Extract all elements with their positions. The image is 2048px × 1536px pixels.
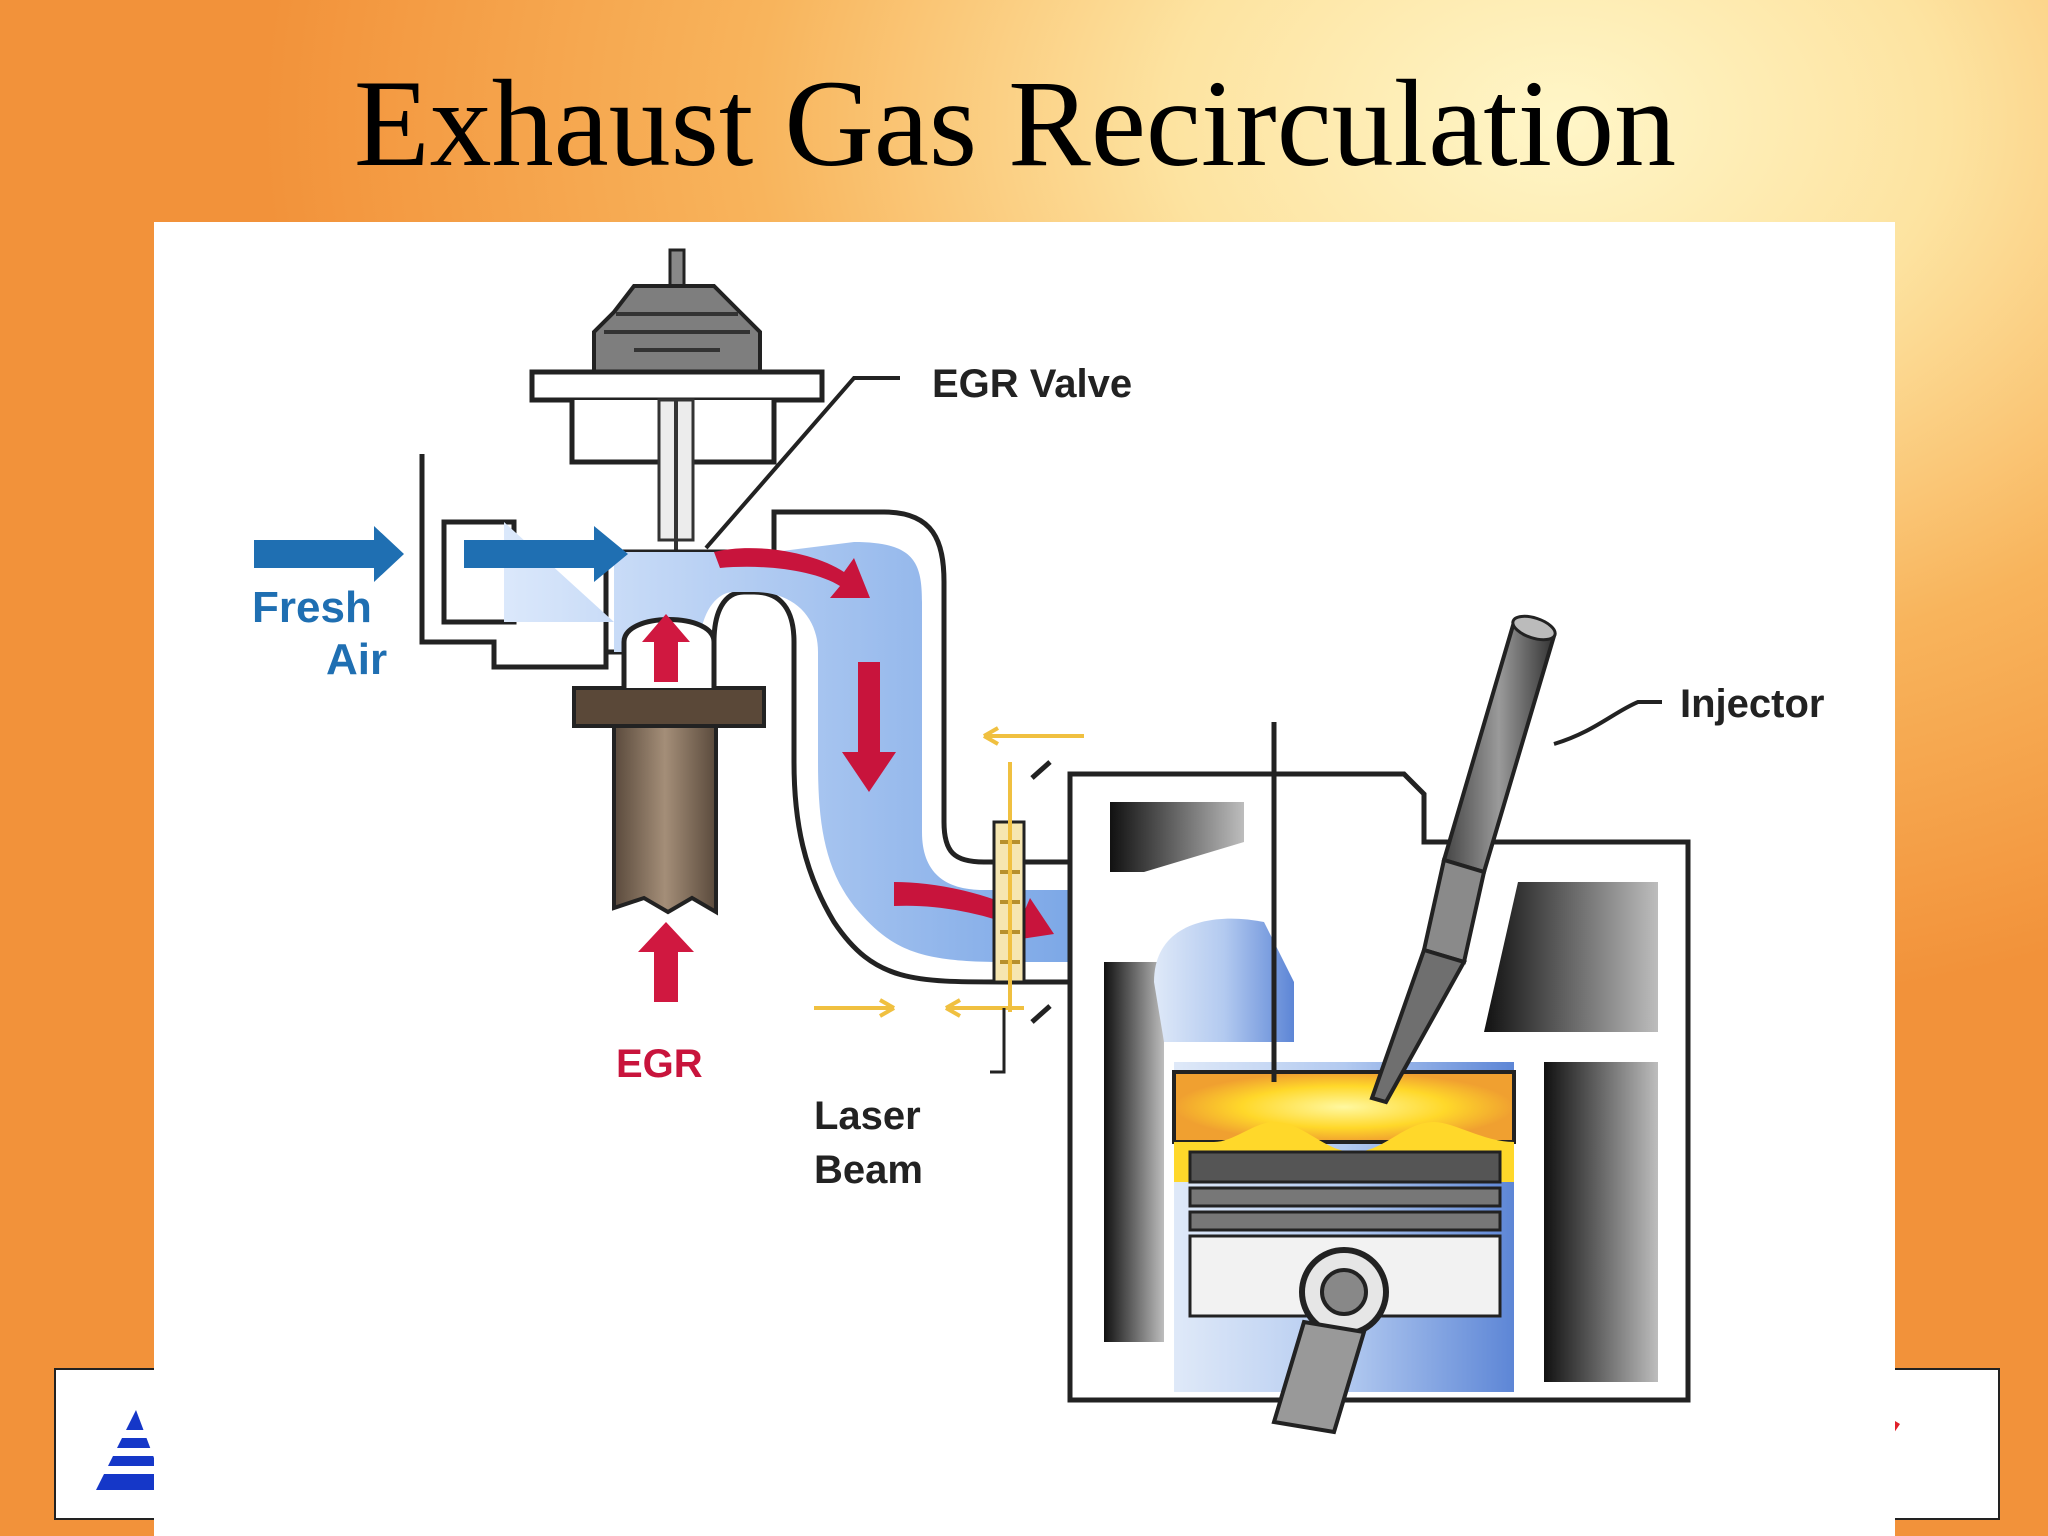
label-egr-valve: EGR Valve [932,362,1133,406]
egr-pipe [572,617,766,916]
label-laser-beam-line1: Laser [814,1094,921,1138]
label-injector: Injector [1680,682,1825,726]
laser-beam-apparatus [814,726,1084,1074]
label-egr: EGR [616,1042,703,1086]
egr-diagram-drawing [254,248,1691,1435]
slide-title: Exhaust Gas Recirculation [353,55,1677,192]
label-leader-lines [704,376,1662,1074]
fresh-air-arrows [254,526,628,582]
company-logo-icon [96,1410,166,1495]
egr-diagram: EGR Valve Fresh Air EGR Injector Laser B… [154,222,1895,1536]
fuel-injector [1369,614,1557,1105]
egr-valve-actuator [529,248,825,552]
label-fresh-air-line1: Fresh [252,583,372,632]
label-fresh-air-line2: Air [326,635,388,684]
label-laser-beam-line2: Beam [814,1148,923,1192]
